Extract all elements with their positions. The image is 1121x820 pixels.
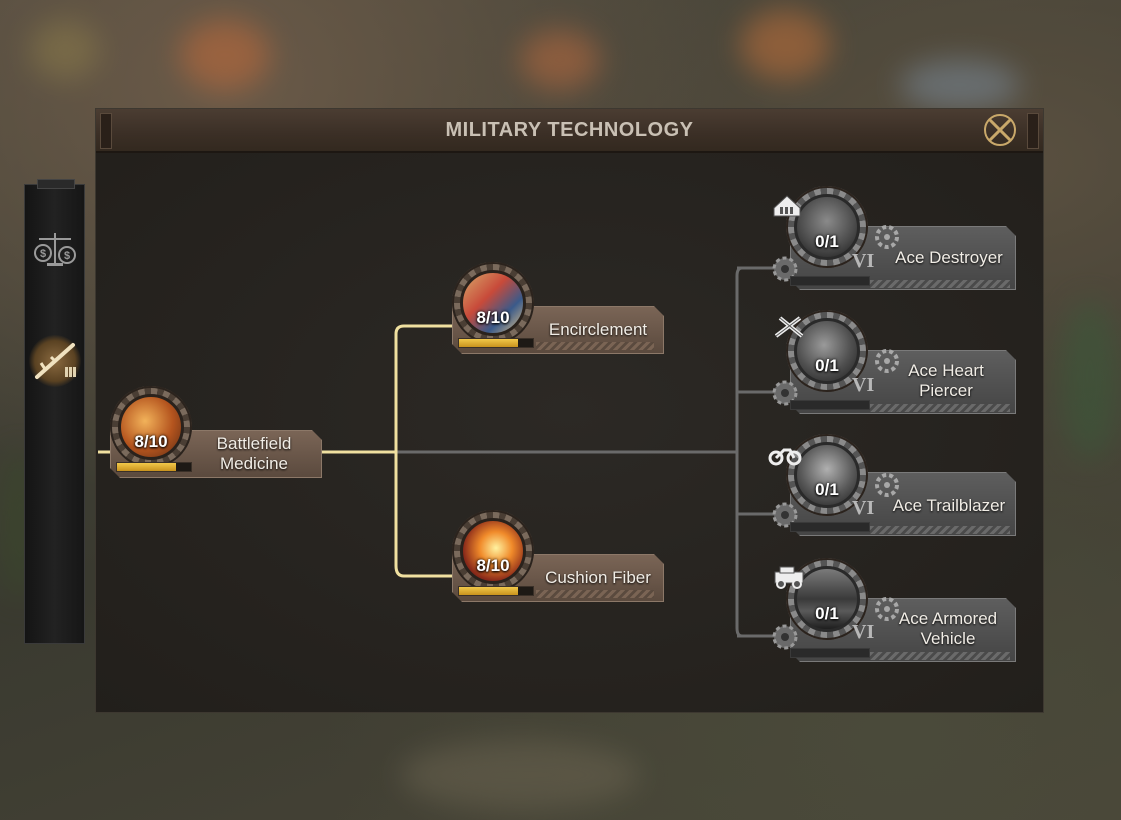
node-name: Ace Heart Piercer	[908, 361, 984, 400]
gas-mask-soldier-icon	[794, 318, 860, 384]
card-hatch	[536, 342, 654, 350]
level-counter: 8/10	[134, 432, 168, 451]
card-hatch	[870, 404, 1010, 412]
card-hatch	[870, 652, 1010, 660]
level-counter: 0/1	[815, 232, 839, 251]
tech-gear-frame: 8/10	[110, 386, 192, 468]
tech-gear-frame: 0/1	[786, 186, 868, 268]
level-counter: 8/10	[476, 556, 510, 575]
small-gear-icon	[772, 256, 798, 282]
small-gear-icon	[772, 380, 798, 406]
motorcycle-helmet-icon	[794, 442, 860, 508]
tier-numeral: VI	[852, 250, 875, 272]
rifle-icon	[35, 343, 76, 379]
card-hatch	[870, 526, 1010, 534]
close-x-icon	[984, 114, 1016, 146]
card-hatch	[870, 280, 1010, 288]
node-name: Ace Destroyer	[895, 248, 1003, 267]
close-button[interactable]	[981, 111, 1019, 149]
progress-bar	[790, 400, 870, 410]
tech-gear-frame: 8/10	[452, 262, 534, 344]
military-category-button[interactable]	[29, 335, 81, 387]
small-gear-icon	[772, 624, 798, 650]
motorcycle-icon	[768, 448, 802, 466]
panel-title: MILITARY TECHNOLOGY	[445, 118, 694, 141]
economy-category-button[interactable]: $ $	[29, 223, 81, 275]
tech-gear-frame: 0/1	[786, 434, 868, 516]
progress-bar	[116, 462, 192, 472]
card-hatch	[536, 590, 654, 598]
tech-gear-frame: 8/10	[452, 510, 534, 592]
node-name: Encirclement	[548, 320, 648, 339]
category-sidebar: $ $	[24, 179, 85, 644]
progress-bar	[790, 276, 870, 286]
level-counter: 8/10	[476, 308, 510, 327]
cog-decoration-icon	[875, 349, 899, 373]
sidebar-cap	[37, 179, 75, 189]
small-gear-icon	[772, 502, 798, 528]
cog-decoration-icon	[875, 225, 899, 249]
node-name: Cushion Fiber	[545, 568, 651, 587]
node-name: Ace Armored Vehicle	[898, 609, 998, 648]
progress-bar	[458, 586, 534, 596]
tech-gear-frame: 0/1	[786, 310, 868, 392]
node-name: Battlefield Medicine	[216, 434, 292, 473]
tier-numeral: VI	[852, 621, 875, 643]
title-bar-right-bracket	[1027, 113, 1039, 149]
progress-bar	[790, 648, 870, 658]
progress-bar	[790, 522, 870, 532]
svg-text:$: $	[40, 248, 46, 260]
title-bar: MILITARY TECHNOLOGY	[96, 109, 1043, 153]
node-name: Ace Trailblazer	[892, 496, 1006, 515]
svg-text:$: $	[64, 250, 70, 262]
level-counter: 0/1	[815, 356, 839, 375]
level-counter: 0/1	[815, 604, 839, 623]
glowing-fiber-icon	[460, 518, 526, 584]
cog-decoration-icon	[875, 473, 899, 497]
progress-bar	[458, 338, 534, 348]
burning-tent-icon	[118, 394, 184, 460]
war-map-icon	[460, 270, 526, 336]
crossed-guns-icon	[774, 316, 804, 338]
tier-numeral: VI	[852, 374, 875, 396]
jeep-icon	[774, 566, 804, 589]
armored-truck-icon	[794, 566, 860, 632]
tier-numeral: VI	[852, 497, 875, 519]
level-counter: 0/1	[815, 480, 839, 499]
scales-money-icon: $ $	[34, 233, 76, 266]
infantry-icon	[773, 195, 801, 217]
title-bar-left-bracket	[100, 113, 112, 149]
cog-decoration-icon	[875, 597, 899, 621]
soldier-helmet-icon	[794, 194, 860, 260]
